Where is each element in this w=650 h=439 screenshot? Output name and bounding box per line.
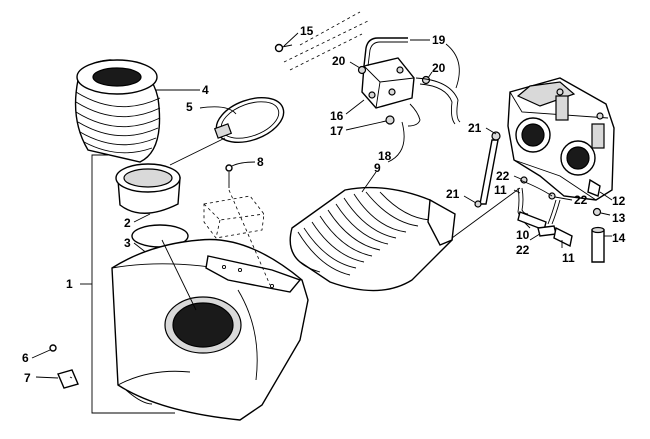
callout-16: 16 xyxy=(330,109,344,123)
callout-1: 1 xyxy=(66,277,73,291)
callout-10: 10 xyxy=(516,228,530,242)
callout-19: 19 xyxy=(432,33,446,47)
leader-20a xyxy=(349,61,361,69)
hose-clamp-5 xyxy=(213,97,285,143)
carburetor-assembly xyxy=(507,77,615,201)
callout-20a: 20 xyxy=(332,54,346,68)
callout-14: 14 xyxy=(612,231,626,245)
duct-to-carb-line xyxy=(451,187,521,239)
nut-17 xyxy=(385,115,395,125)
callout-15: 15 xyxy=(300,24,314,38)
leader-5 xyxy=(199,106,237,115)
callout-18: 18 xyxy=(378,149,392,163)
callout-7: 7 xyxy=(24,371,31,385)
callout-11a: 11 xyxy=(494,183,507,197)
leader-8-dashed xyxy=(228,189,271,286)
bracket-7 xyxy=(57,369,79,389)
callout-11b: 11 xyxy=(562,251,575,265)
callout-22a: 22 xyxy=(496,169,510,183)
fitting-13 xyxy=(592,207,602,217)
hose-clamp-20a xyxy=(357,65,367,75)
leader-22a xyxy=(513,175,522,180)
leader-9 xyxy=(361,171,377,193)
leader-17 xyxy=(345,120,387,131)
callout-22c: 22 xyxy=(516,243,530,257)
chassis-outline xyxy=(283,11,371,71)
callout-17: 17 xyxy=(330,124,344,138)
leader-20b xyxy=(427,71,433,79)
screw-6 xyxy=(49,344,57,352)
mounting-module xyxy=(203,195,265,239)
intake-boot-4 xyxy=(74,59,161,163)
callout-21b: 21 xyxy=(446,187,460,201)
leader-13 xyxy=(600,212,611,216)
callout-12: 12 xyxy=(612,194,626,208)
leader-5b xyxy=(169,137,226,166)
leader-2 xyxy=(133,213,151,223)
callout-4: 4 xyxy=(202,83,209,97)
leader-12 xyxy=(599,191,613,201)
fuel-line-19 xyxy=(363,37,461,127)
callout-20b: 20 xyxy=(432,61,446,75)
leader-7 xyxy=(35,376,59,379)
callout-6: 6 xyxy=(22,351,29,365)
callout-3: 3 xyxy=(124,236,131,250)
leader-8 xyxy=(231,161,256,167)
callout-5: 5 xyxy=(186,100,193,114)
intake-adapter-2 xyxy=(115,163,189,248)
screw-15 xyxy=(274,43,293,53)
callout-22b: 22 xyxy=(574,193,588,207)
leader-21a xyxy=(485,127,497,135)
screw-8 xyxy=(225,164,233,188)
callout-21a: 21 xyxy=(468,121,482,135)
airbox-3 xyxy=(111,238,309,421)
callout-8: 8 xyxy=(257,155,264,169)
leader-22b xyxy=(554,196,573,201)
leader-10 xyxy=(523,221,531,229)
fuel-pump-16 xyxy=(361,57,415,109)
leader-15 xyxy=(283,32,299,47)
leader-19b xyxy=(445,43,460,89)
leader-3-shaft xyxy=(161,239,197,311)
leader-6 xyxy=(31,349,51,359)
hose-11b xyxy=(519,179,573,248)
leader-21b xyxy=(463,195,477,204)
leader-16 xyxy=(345,99,365,115)
callout-13: 13 xyxy=(612,211,626,225)
leader-18 xyxy=(387,121,405,163)
t-fitting-10 xyxy=(517,211,557,237)
air-intake-duct-9 xyxy=(289,186,456,292)
callout-2: 2 xyxy=(124,216,131,230)
vent-tube-21 xyxy=(474,131,501,208)
leader-11a xyxy=(513,189,521,194)
drain-tube-14 xyxy=(591,226,605,263)
callout-9: 9 xyxy=(374,161,381,175)
